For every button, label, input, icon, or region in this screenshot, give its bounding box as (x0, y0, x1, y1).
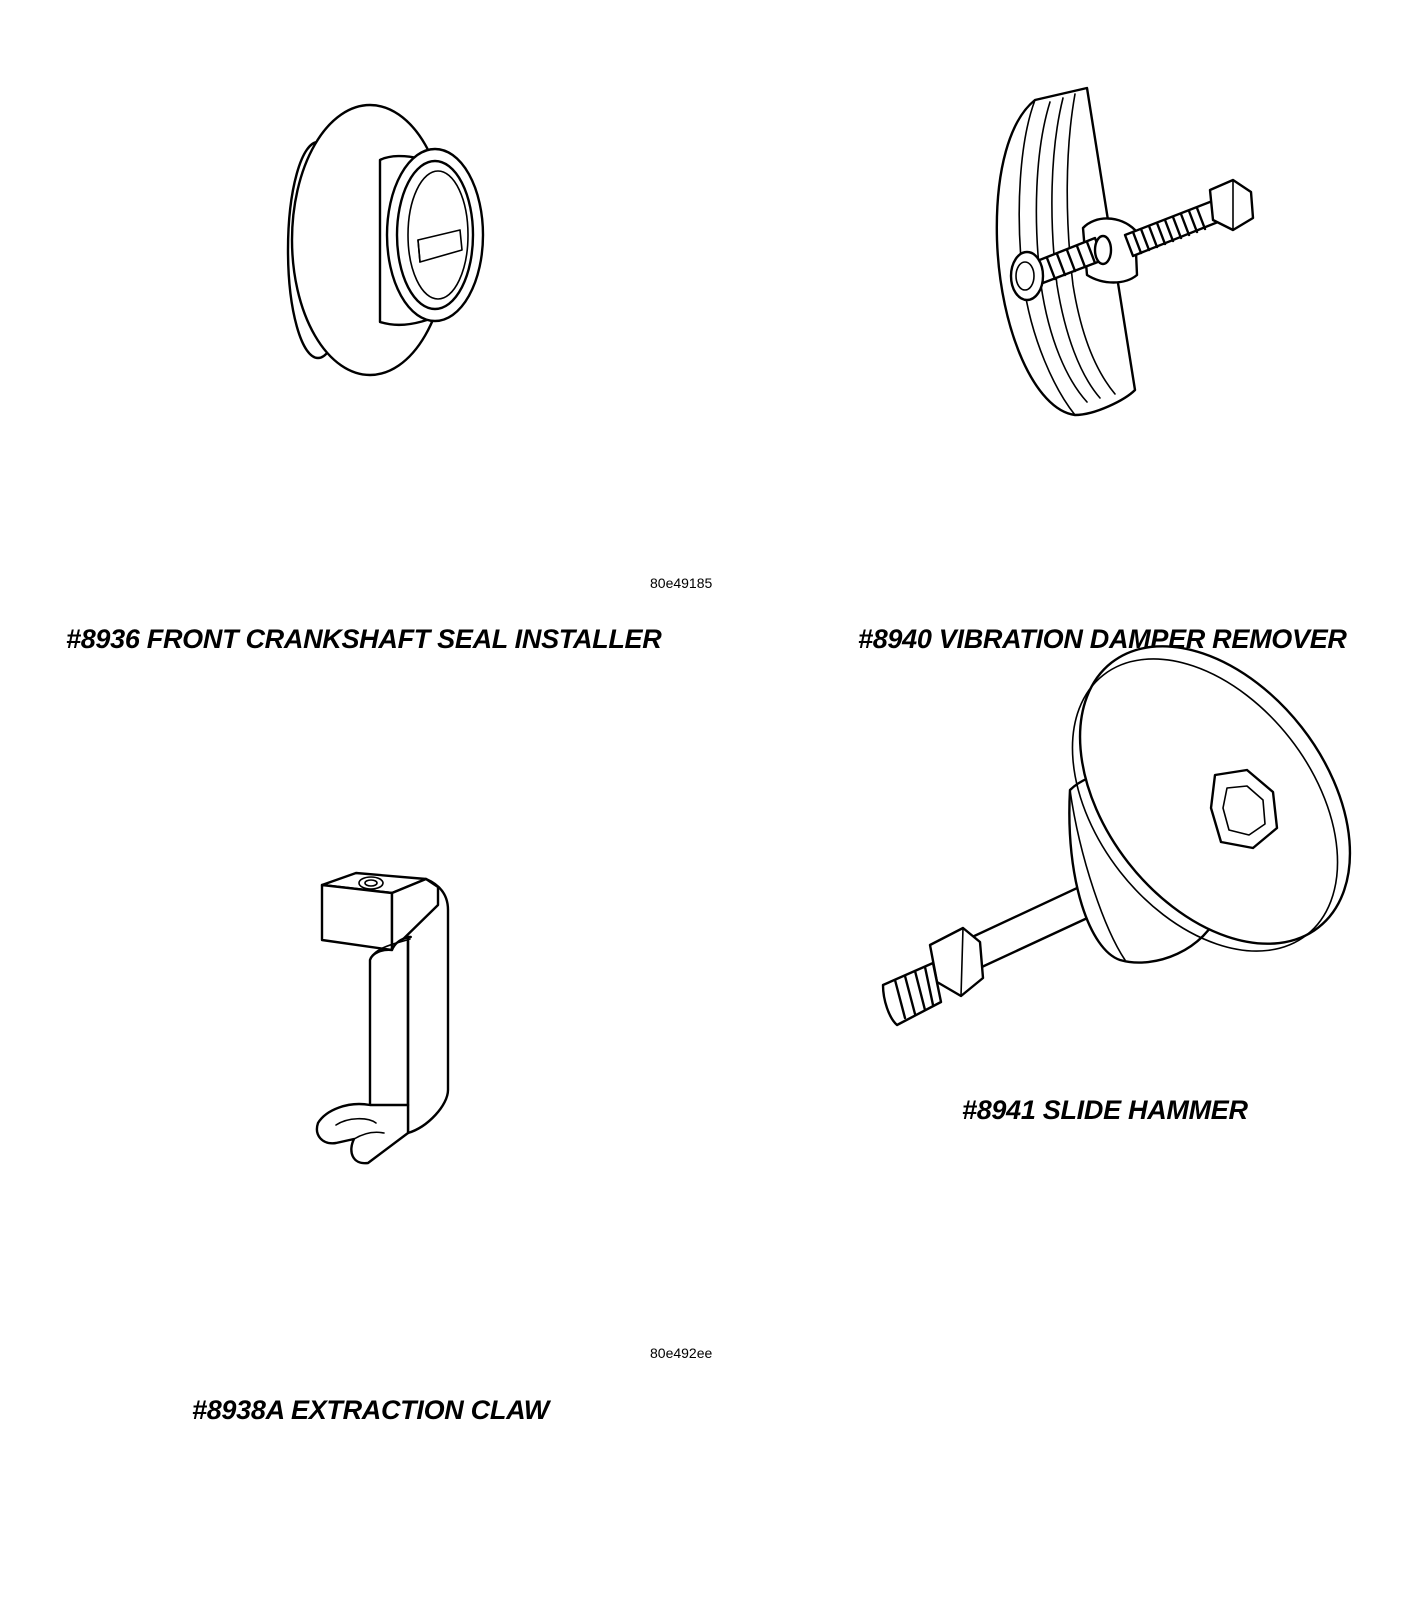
extraction-claw-illustration (315, 871, 450, 1165)
figure-id: 80e492ee (650, 1345, 713, 1361)
tool-caption-8936: #8936 FRONT CRANKSHAFT SEAL INSTALLER (66, 624, 662, 654)
tool-caption-8941: #8941 SLIDE HAMMER (962, 1095, 1248, 1125)
slide-hammer-illustration (881, 645, 1352, 1027)
damper-remover-illustration (995, 86, 1255, 417)
figure-id: 80e49185 (650, 575, 713, 591)
tool-caption-8940: #8940 VIBRATION DAMPER REMOVER (858, 624, 1347, 654)
seal-installer-illustration (286, 103, 485, 377)
tool-caption-8938a: #8938A EXTRACTION CLAW (192, 1395, 549, 1425)
